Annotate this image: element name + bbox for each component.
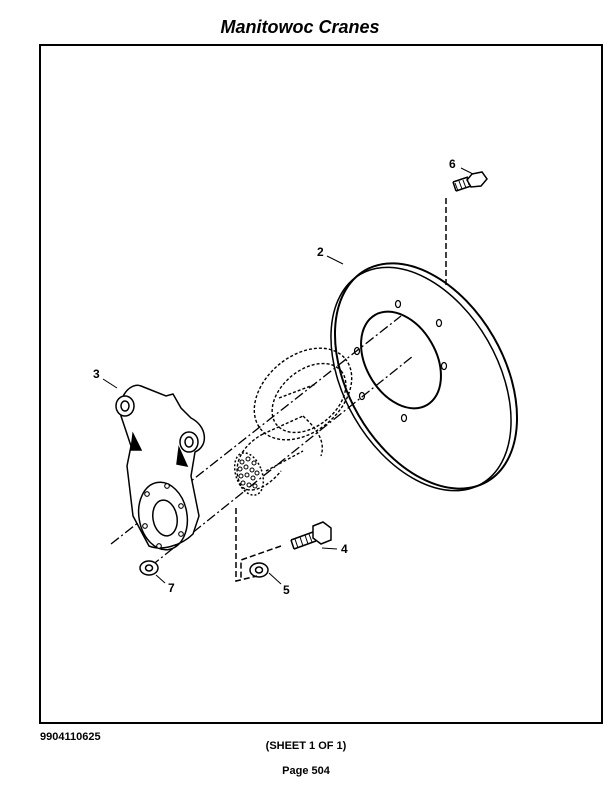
hub-phantom	[236, 347, 353, 491]
washer-7	[139, 560, 159, 576]
sheet-indicator: (SHEET 1 OF 1)	[265, 740, 347, 752]
callout-4: 4	[341, 542, 348, 556]
callout-5: 5	[283, 583, 290, 597]
caliper-bracket-3	[115, 384, 205, 551]
brake-disc-2	[330, 262, 519, 492]
callout-6: 6	[449, 157, 456, 171]
callout-numbers: 2 3 4 5 6 7	[93, 157, 456, 597]
bolt-6	[445, 171, 488, 286]
leader-lines	[102, 167, 474, 585]
callout-2: 2	[317, 245, 324, 259]
page-title: Manitowoc Cranes	[220, 17, 380, 37]
page-number: Page 504	[282, 765, 330, 777]
callout-3: 3	[93, 367, 100, 381]
diagram-frame: 2 3 4 5 6 7	[39, 44, 603, 724]
splined-hub	[233, 452, 265, 496]
document-number: 9904110625	[40, 731, 101, 743]
callout-7: 7	[168, 581, 175, 595]
bolt-4	[240, 521, 332, 579]
exploded-parts-diagram: 2 3 4 5 6 7	[93, 157, 519, 597]
washer-5	[235, 508, 269, 582]
